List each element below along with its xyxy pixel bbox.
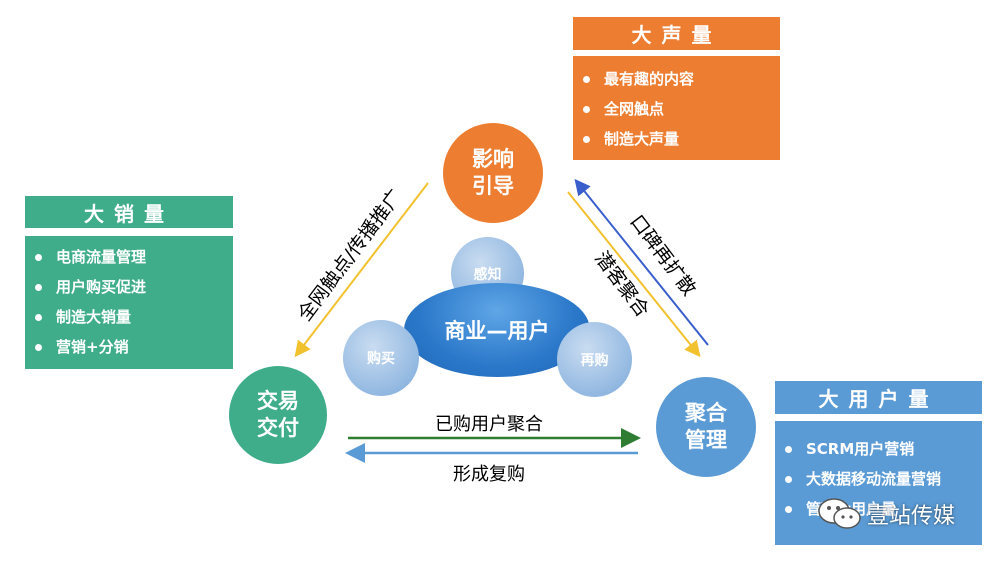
- influence-node: 影响 引导: [443, 123, 543, 223]
- bottom-bottom-label: 形成复购: [453, 464, 525, 485]
- arrow-influence-to-aggregate: [567, 191, 701, 358]
- volume-box-item: 制造大声量: [583, 124, 780, 154]
- bottom-top-label: 已购用户聚合: [435, 414, 543, 435]
- trade-node-line2: 交付: [257, 416, 299, 440]
- arrow-aggregate-to-influence: [574, 178, 709, 346]
- aggregate-node-line2: 管理: [685, 428, 727, 452]
- volume-box-item: 最有趣的内容: [583, 64, 780, 94]
- users-box-item: SCRM用户营销: [785, 434, 982, 464]
- arrow-influence-to-trade: [294, 182, 429, 358]
- watermark-text: 壹站传媒: [867, 504, 956, 529]
- influence-node-line1: 影响: [472, 147, 514, 171]
- influence-node-line2: 引导: [472, 174, 514, 198]
- users-box-item: 大数据移动流量营销: [785, 464, 982, 494]
- sales-box-item: 营销+分销: [35, 332, 233, 362]
- volume-box-item: 全网触点: [583, 94, 780, 124]
- sales-box: 电商流量管理 用户购买促进 制造大销量 营销+分销: [25, 236, 233, 369]
- rebuy-bubble: 再购: [557, 322, 632, 397]
- sales-box-item: 电商流量管理: [35, 242, 233, 272]
- watermark: 壹站传媒: [817, 497, 955, 531]
- trade-node-line1: 交易: [257, 389, 299, 413]
- sales-box-item: 制造大销量: [35, 302, 233, 332]
- buy-bubble: 购买: [343, 320, 419, 396]
- sales-box-title: 大销量: [25, 196, 233, 228]
- trade-node: 交易 交付: [229, 366, 327, 464]
- volume-box: 最有趣的内容 全网触点 制造大声量: [573, 56, 780, 160]
- aggregate-node-line1: 聚合: [685, 401, 727, 425]
- volume-box-title: 大声量: [573, 17, 780, 50]
- users-box-title: 大用户量: [775, 381, 982, 414]
- wechat-icon: [818, 498, 861, 529]
- aggregate-node: 聚合 管理: [656, 377, 756, 477]
- sales-box-item: 用户购买促进: [35, 272, 233, 302]
